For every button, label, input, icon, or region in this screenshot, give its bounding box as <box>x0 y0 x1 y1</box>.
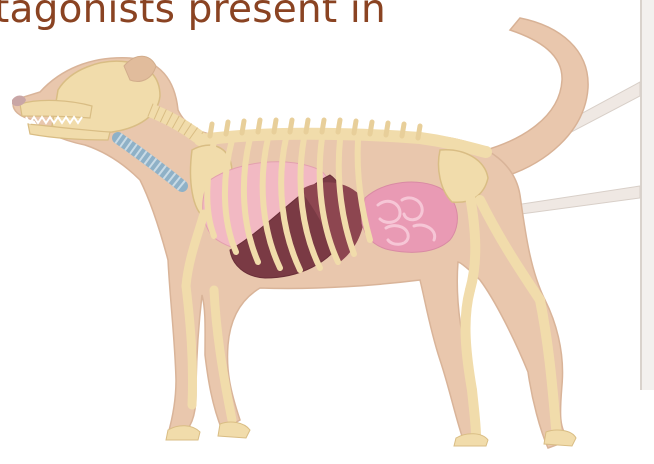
upper-jaw <box>20 100 92 118</box>
hind-paw-2 <box>544 430 576 446</box>
hind-paw <box>454 434 488 446</box>
intestines <box>362 182 458 252</box>
front-paw-2 <box>218 422 250 438</box>
dog-tail <box>486 18 588 178</box>
front-paw <box>166 426 200 440</box>
